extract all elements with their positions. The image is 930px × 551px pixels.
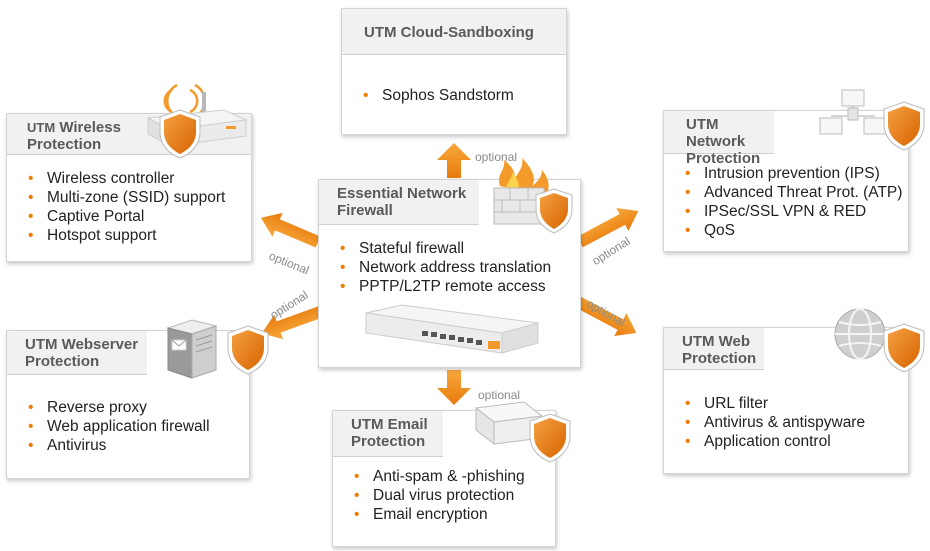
email-title: UTM Email Protection bbox=[333, 411, 443, 457]
arrow-to-wireless bbox=[260, 212, 321, 248]
shield-icon bbox=[227, 325, 269, 375]
list-item: IPSec/SSL VPN & RED bbox=[664, 202, 908, 221]
list-item: Reverse proxy bbox=[7, 398, 249, 417]
arrow-to-web bbox=[575, 296, 637, 337]
wireless-title: Wireless bbox=[59, 119, 121, 136]
shield-icon bbox=[159, 109, 201, 159]
optional-label-sandbox: optional bbox=[475, 150, 518, 164]
list-item: Stateful firewall bbox=[319, 239, 580, 258]
sandbox-box: UTM Cloud-Sandboxing Sophos Sandstorm bbox=[341, 8, 567, 135]
wireless-title-prefix: UTM bbox=[27, 120, 56, 135]
list-item: Email encryption bbox=[333, 505, 555, 524]
network-computers-icon bbox=[819, 89, 887, 135]
shield-icon bbox=[529, 413, 571, 463]
shield-icon bbox=[883, 323, 925, 373]
list-item: Intrusion prevention (IPS) bbox=[664, 164, 908, 183]
list-item: Advanced Threat Prot. (ATP) bbox=[664, 183, 908, 202]
list-item: Dual virus protection bbox=[333, 486, 555, 505]
web-title: UTM Web Protection bbox=[664, 328, 764, 370]
sandbox-title: UTM Cloud-Sandboxing bbox=[342, 9, 566, 55]
list-item: QoS bbox=[664, 221, 908, 240]
list-item: Multi-zone (SSID) support bbox=[7, 188, 251, 207]
arrow-to-webserver bbox=[261, 306, 323, 340]
list-item: Hotspot support bbox=[7, 226, 251, 245]
list-item: Network address translation bbox=[319, 258, 580, 277]
list-item: Wireless controller bbox=[7, 169, 251, 188]
list-item: Web application firewall bbox=[7, 417, 249, 436]
appliance-icon bbox=[365, 304, 539, 354]
list-item: Sophos Sandstorm bbox=[342, 86, 566, 105]
network-title: UTM Network Protection bbox=[664, 111, 774, 167]
arrow-to-network bbox=[577, 207, 639, 248]
arrow-to-email bbox=[437, 370, 471, 405]
server-rack-icon bbox=[166, 319, 218, 379]
list-item: Antivirus bbox=[7, 436, 249, 455]
list-item: URL filter bbox=[664, 394, 908, 413]
optional-label-email: optional bbox=[478, 388, 521, 402]
wireless-box: UTM Wireless Protection Wireless control… bbox=[6, 113, 252, 262]
firewall-title: Essential Network Firewall bbox=[319, 180, 479, 225]
webserver-title: UTM Webserver Protection bbox=[7, 331, 147, 375]
list-item: PPTP/L2TP remote access bbox=[319, 277, 580, 296]
shield-icon bbox=[535, 188, 573, 234]
list-item: Captive Portal bbox=[7, 207, 251, 226]
wireless-title-line2: Protection bbox=[27, 136, 102, 153]
shield-icon bbox=[883, 101, 925, 151]
globe-icon bbox=[834, 308, 886, 360]
list-item: Antivirus & antispyware bbox=[664, 413, 908, 432]
arrow-to-sandbox bbox=[437, 143, 471, 178]
list-item: Application control bbox=[664, 432, 908, 451]
list-item: Anti-spam & -phishing bbox=[333, 467, 555, 486]
